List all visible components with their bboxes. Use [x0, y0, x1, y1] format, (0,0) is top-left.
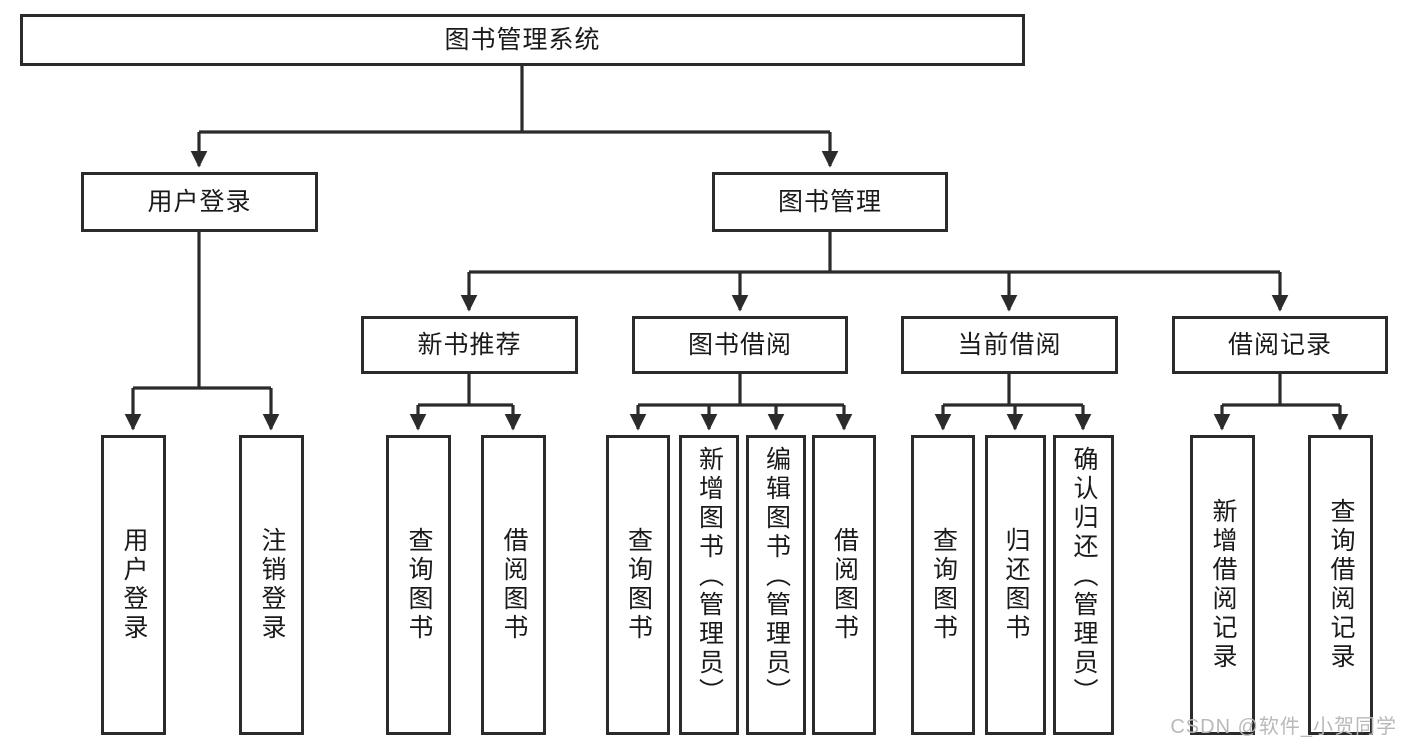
node-leaf-query-book-2[interactable]: 查询图书 — [606, 435, 670, 735]
node-book-borrow[interactable]: 图书借阅 — [632, 316, 848, 374]
node-leaf-return-book[interactable]: 归还图书 — [985, 435, 1046, 735]
node-leaf-confirm-return-label: 确认归还（管理员） — [1070, 446, 1098, 707]
node-root[interactable]: 图书管理系统 — [20, 14, 1025, 66]
node-leaf-query-book-1-label: 查询图书 — [405, 527, 433, 643]
node-root-label: 图书管理系统 — [444, 25, 601, 54]
node-leaf-query-borrow-record-label: 查询借阅记录 — [1327, 498, 1355, 672]
node-borrow-record[interactable]: 借阅记录 — [1172, 316, 1388, 374]
node-leaf-logout-login-label: 注销登录 — [258, 527, 286, 643]
node-current-borrow[interactable]: 当前借阅 — [901, 316, 1118, 374]
node-leaf-add-borrow-record[interactable]: 新增借阅记录 — [1190, 435, 1255, 735]
node-leaf-borrow-book-1-label: 借阅图书 — [500, 527, 528, 643]
node-leaf-add-book-label: 新增图书（管理员） — [695, 446, 724, 707]
node-leaf-borrow-book-2-label: 借阅图书 — [830, 527, 859, 643]
node-new-book-recommend-label: 新书推荐 — [417, 330, 522, 359]
node-leaf-borrow-book-1[interactable]: 借阅图书 — [481, 435, 546, 735]
node-new-book-recommend[interactable]: 新书推荐 — [361, 316, 578, 374]
node-user-login-label: 用户登录 — [147, 187, 252, 216]
node-leaf-add-book[interactable]: 新增图书（管理员） — [679, 435, 739, 735]
node-leaf-return-book-label: 归还图书 — [1002, 527, 1030, 643]
node-leaf-user-login[interactable]: 用户登录 — [101, 435, 166, 735]
node-leaf-query-borrow-record[interactable]: 查询借阅记录 — [1308, 435, 1373, 735]
node-leaf-user-login-label: 用户登录 — [120, 527, 148, 643]
node-leaf-query-book-3-label: 查询图书 — [929, 527, 958, 643]
node-leaf-query-book-1[interactable]: 查询图书 — [386, 435, 451, 735]
node-book-manage[interactable]: 图书管理 — [712, 172, 948, 232]
node-borrow-record-label: 借阅记录 — [1227, 330, 1332, 359]
node-leaf-logout-login[interactable]: 注销登录 — [239, 435, 304, 735]
node-current-borrow-label: 当前借阅 — [957, 330, 1062, 359]
node-leaf-query-book-3[interactable]: 查询图书 — [911, 435, 975, 735]
node-leaf-edit-book[interactable]: 编辑图书（管理员） — [746, 435, 806, 735]
node-leaf-confirm-return[interactable]: 确认归还（管理员） — [1053, 435, 1114, 735]
node-book-borrow-label: 图书借阅 — [687, 330, 792, 359]
node-user-login[interactable]: 用户登录 — [81, 172, 318, 232]
node-leaf-borrow-book-2[interactable]: 借阅图书 — [812, 435, 876, 735]
node-leaf-add-borrow-record-label: 新增借阅记录 — [1209, 498, 1237, 672]
node-leaf-edit-book-label: 编辑图书（管理员） — [762, 446, 791, 707]
node-book-manage-label: 图书管理 — [777, 187, 882, 216]
node-leaf-query-book-2-label: 查询图书 — [624, 527, 653, 643]
watermark: CSDN @软件_小贺同学 — [1170, 716, 1397, 738]
